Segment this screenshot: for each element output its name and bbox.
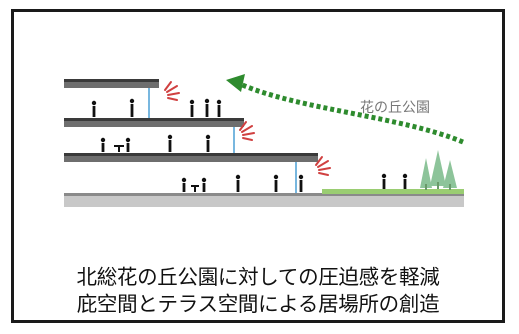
person-icon xyxy=(235,174,241,192)
pressure-mark-icon xyxy=(239,121,255,141)
person-icon xyxy=(100,137,106,152)
floor-slab-3 xyxy=(64,79,159,88)
person-icon xyxy=(205,134,211,152)
person-icon xyxy=(167,134,173,152)
floor-slab-1-top xyxy=(64,153,318,156)
person-icon xyxy=(273,174,279,192)
person-icon xyxy=(91,100,97,117)
person-icon xyxy=(181,177,187,192)
pressure-mark-icon xyxy=(164,81,180,101)
floor-slab-3-top xyxy=(64,79,159,82)
floor-slab-1 xyxy=(64,153,318,162)
park-label: 花の丘公園 xyxy=(360,100,430,116)
table-icon xyxy=(114,145,124,152)
park-grass xyxy=(322,189,464,194)
person-icon xyxy=(189,99,195,117)
ground-slab xyxy=(64,193,464,207)
building-section xyxy=(64,79,464,207)
person-icon xyxy=(129,98,135,117)
person-icon xyxy=(125,137,131,152)
person-icon xyxy=(216,99,222,117)
people xyxy=(91,98,408,192)
diagram-frame xyxy=(11,9,505,323)
ground-slab-edge xyxy=(64,193,464,196)
tree-icon xyxy=(420,158,432,190)
person-icon xyxy=(381,173,387,189)
floor-slab-2-top xyxy=(64,118,244,121)
dashed-arrow-icon xyxy=(226,74,464,145)
caption-line-1: 北総花の丘公園に対しての圧迫感を軽減 xyxy=(76,265,440,289)
tree-icon xyxy=(443,160,457,190)
tree-icon xyxy=(430,150,446,189)
person-icon xyxy=(402,173,408,189)
table-icon xyxy=(191,185,199,192)
person-icon xyxy=(204,98,210,117)
person-icon xyxy=(298,174,304,192)
caption-line-2: 庇空間とテラス空間による居場所の創造 xyxy=(76,292,440,316)
pressure-mark-icon xyxy=(315,156,331,176)
park-trees xyxy=(420,150,457,190)
floor-slab-2 xyxy=(64,118,244,127)
pressure-marks xyxy=(164,81,331,176)
person-icon xyxy=(201,177,207,192)
